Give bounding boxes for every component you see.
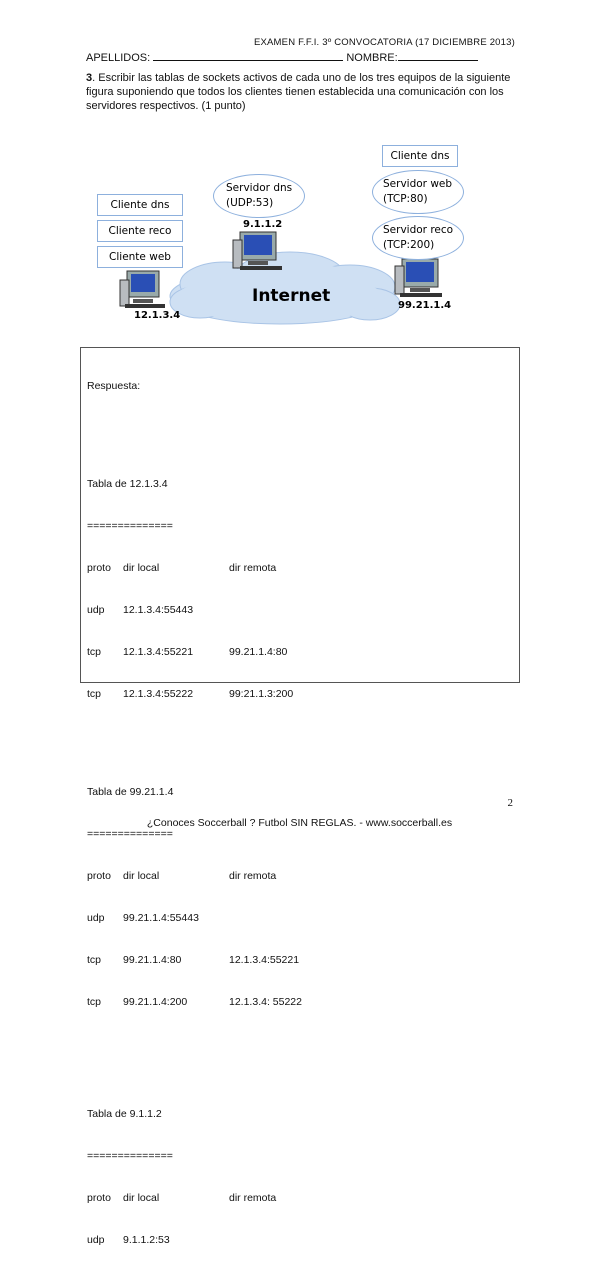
table-title-9-1-1-2: Tabla de 9.1.1.2 xyxy=(87,1108,162,1120)
nombre-label: NOMBRE: xyxy=(346,52,398,64)
computer-9-1-1-2-icon xyxy=(232,231,282,270)
cell-proto: udp xyxy=(87,1234,105,1246)
col-dir-local: dir local xyxy=(123,1192,160,1204)
cliente-dns-box-left: Cliente dns xyxy=(97,194,183,216)
internet-label: Internet xyxy=(252,286,331,306)
cell-remote: 12.1.3.4: 55222 xyxy=(229,996,302,1008)
question-text: 3. Escribir las tablas de sockets activo… xyxy=(86,71,526,113)
table-row: tcp 12.1.3.4:55221 99.21.1.4:80 xyxy=(87,645,369,659)
page-number: 2 xyxy=(507,797,514,809)
table-row: tcp 12.1.3.4:55222 99:21.1.3:200 xyxy=(87,687,369,701)
col-dir-local: dir local xyxy=(123,870,160,882)
table-title-99-21-1-4: Tabla de 99.21.1.4 xyxy=(87,786,174,798)
left-ip-label: 12.1.3.4 xyxy=(134,310,181,321)
question-number: 3 xyxy=(86,72,93,84)
col-dir-remota: dir remota xyxy=(229,562,277,574)
col-proto: proto xyxy=(87,1192,111,1204)
cell-local: 99.21.1.4:55443 xyxy=(123,912,199,924)
col-dir-remota: dir remota xyxy=(229,1192,277,1204)
table-header-row: proto dir local dir remota xyxy=(87,869,369,883)
servidor-web-ellipse: Servidor web (TCP:80) xyxy=(372,170,464,214)
cell-remote xyxy=(229,1233,369,1247)
network-diagram: Cliente dns Cliente reco Cliente web 12.… xyxy=(0,0,599,340)
servidor-dns-name: Servidor dns xyxy=(226,182,293,194)
cell-proto: udp xyxy=(87,604,105,616)
cell-local: 12.1.3.4:55222 xyxy=(123,688,194,700)
table-header-row: proto dir local dir remota xyxy=(87,561,369,575)
cell-local: 12.1.3.4:55221 xyxy=(123,646,194,658)
cell-proto: tcp xyxy=(87,996,102,1008)
servidor-reco-ellipse: Servidor reco (TCP:200) xyxy=(372,216,464,260)
cell-remote: 12.1.3.4:55221 xyxy=(229,954,300,966)
table-title-12-1-3-4: Tabla de 12.1.3.4 xyxy=(87,478,168,490)
cell-proto: tcp xyxy=(87,954,102,966)
nombre-blank[interactable] xyxy=(397,51,478,61)
separator: ============== xyxy=(87,1150,173,1162)
cell-remote: 99.21.1.4:80 xyxy=(229,646,288,658)
exam-header: EXAMEN F.F.I. 3º CONVOCATORIA (17 DICIEM… xyxy=(253,37,515,48)
diagram-graphics xyxy=(119,231,442,325)
servidor-web-name: Servidor web xyxy=(383,178,453,190)
question-body: . Escribir las tablas de sockets activos… xyxy=(86,72,511,112)
internet-cloud xyxy=(169,251,401,325)
table-row: udp 9.1.1.2:53 xyxy=(87,1233,369,1247)
servidor-reco-port: (TCP:200) xyxy=(383,239,435,251)
answer-content: Respuesta: Tabla de 12.1.3.4 ===========… xyxy=(87,351,369,1275)
table-row: tcp 99.21.1.4:80 12.1.3.4:55221 xyxy=(87,953,369,967)
cell-remote xyxy=(229,603,369,617)
apellidos-label: APELLIDOS: xyxy=(86,52,151,64)
cliente-reco-box: Cliente reco xyxy=(97,220,183,242)
cliente-web-box: Cliente web xyxy=(97,246,183,268)
answer-label: Respuesta: xyxy=(87,380,141,392)
cell-local: 12.1.3.4:55443 xyxy=(123,604,194,616)
servidor-reco-name: Servidor reco xyxy=(383,224,454,236)
computer-99-21-1-4-icon xyxy=(394,258,442,297)
cell-remote xyxy=(229,911,369,925)
col-dir-remota: dir remota xyxy=(229,870,277,882)
cell-proto: tcp xyxy=(87,688,102,700)
servidor-dns-ellipse: Servidor dns (UDP:53) xyxy=(213,174,305,218)
cell-local: 9.1.1.2:53 xyxy=(123,1234,170,1246)
student-name-line: APELLIDOS: NOMBRE: xyxy=(86,51,478,64)
separator: ============== xyxy=(87,828,173,840)
answer-box: Respuesta: Tabla de 12.1.3.4 ===========… xyxy=(80,347,520,1246)
center-ip-label: 9.1.1.2 xyxy=(243,219,283,230)
apellidos-blank[interactable] xyxy=(153,51,344,61)
table-row: udp 12.1.3.4:55443 xyxy=(87,603,369,617)
table-header-row: proto dir local dir remota xyxy=(87,1191,369,1205)
separator: ============== xyxy=(87,520,173,532)
cell-local: 99.21.1.4:200 xyxy=(123,996,188,1008)
col-proto: proto xyxy=(87,562,111,574)
page-footer: ¿Conoces Soccerball ? Futbol SIN REGLAS.… xyxy=(146,817,453,829)
cell-proto: tcp xyxy=(87,646,102,658)
cell-remote: 99:21.1.3:200 xyxy=(229,688,294,700)
cell-local: 99.21.1.4:80 xyxy=(123,954,182,966)
cell-proto: udp xyxy=(87,912,105,924)
col-dir-local: dir local xyxy=(123,562,160,574)
computer-12-1-3-4-icon xyxy=(119,270,165,308)
right-ip-label: 99.21.1.4 xyxy=(398,300,452,311)
table-row: udp 99.21.1.4:55443 xyxy=(87,911,369,925)
servidor-dns-port: (UDP:53) xyxy=(226,197,274,209)
table-row: tcp 99.21.1.4:200 12.1.3.4: 55222 xyxy=(87,995,369,1009)
cliente-dns-box-right: Cliente dns xyxy=(382,145,458,167)
servidor-web-port: (TCP:80) xyxy=(383,193,428,205)
col-proto: proto xyxy=(87,870,111,882)
